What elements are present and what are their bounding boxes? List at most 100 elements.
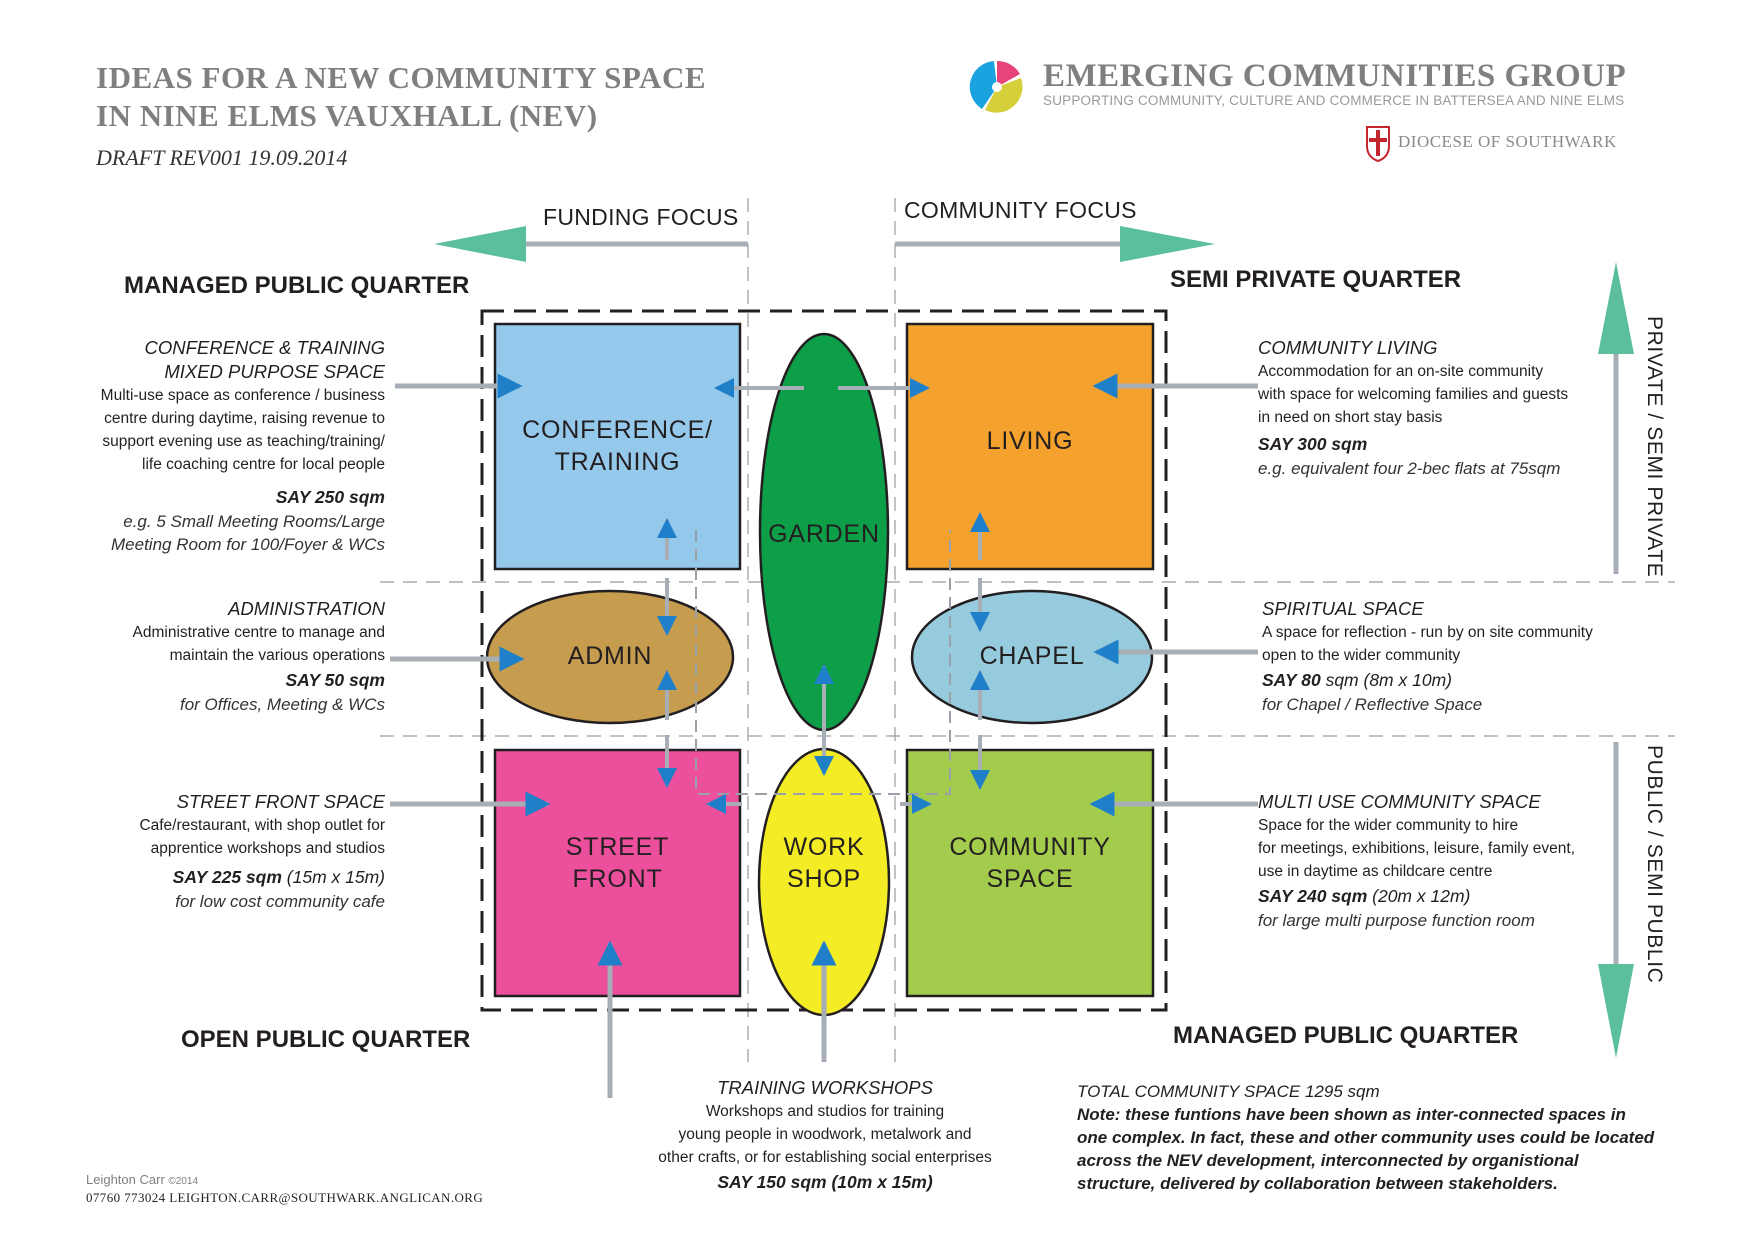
chapel-example: for Chapel / Reflective Space — [1262, 695, 1483, 714]
community-dimensions: (20m x 12m) — [1367, 886, 1471, 906]
conference-text-2: centre during daytime, raising revenue t… — [104, 410, 385, 427]
chapel-area: SAY 80 — [1262, 670, 1321, 690]
street-heading: STREET FRONT SPACE — [176, 791, 385, 812]
garden-label: GARDEN — [768, 520, 880, 548]
community-area: SAY 240 sqm — [1258, 886, 1368, 906]
community-focus-label: COMMUNITY FOCUS — [904, 197, 1137, 223]
quarter-bottom-left: OPEN PUBLIC QUARTER — [181, 1026, 471, 1053]
workshop-description: TRAINING WORKSHOPS Workshops and studios… — [640, 1076, 1010, 1195]
living-text-2: with space for welcoming families and gu… — [1258, 386, 1569, 403]
admin-area: SAY 50 sqm — [285, 670, 385, 690]
workshop-heading: TRAINING WORKSHOPS — [717, 1077, 933, 1098]
total-space: TOTAL COMMUNITY SPACE 1295 sqm — [1077, 1082, 1380, 1101]
note-line-2: one complex. In fact, these and other co… — [1077, 1128, 1655, 1147]
note-line-1: Note: these funtions have been shown as … — [1077, 1105, 1626, 1124]
living-room — [905, 322, 1155, 571]
conference-area: SAY 250 sqm — [275, 487, 385, 507]
ecg-logo-icon — [969, 60, 1023, 113]
street-label-line-1: STREET — [565, 833, 670, 861]
side-arrows — [1598, 262, 1634, 1058]
admin-label: ADMIN — [567, 642, 653, 670]
living-heading: COMMUNITY LIVING — [1258, 337, 1438, 358]
conference-text-4: life coaching centre for local people — [142, 456, 385, 473]
chapel-dimensions: sqm (8m x 10m) — [1320, 670, 1452, 690]
living-description: COMMUNITY LIVING Accommodation for an on… — [1258, 336, 1678, 480]
living-area: SAY 300 sqm — [1258, 434, 1368, 454]
title-line-2: IN NINE ELMS VAUXHALL (NEV) — [96, 98, 598, 133]
draft-revision: DRAFT REV001 19.09.2014 — [96, 145, 348, 170]
workshop-label: WORK SHOP — [759, 831, 889, 895]
chapel-label: CHAPEL — [979, 642, 1085, 670]
admin-heading: ADMINISTRATION — [228, 598, 385, 619]
org-name: EMERGING COMMUNITIES GROUP — [1043, 58, 1627, 94]
workshop-text-3: other crafts, or for establishing social… — [658, 1149, 992, 1166]
community-text-2: for meetings, exhibitions, leisure, fami… — [1258, 840, 1576, 857]
admin-example: for Offices, Meeting & WCs — [180, 695, 385, 714]
community-heading: MULTI USE COMMUNITY SPACE — [1258, 791, 1541, 812]
community-example: for large multi purpose function room — [1258, 911, 1535, 930]
living-text-1: Accommodation for an on-site community — [1258, 363, 1544, 380]
street-dimensions: (15m x 15m) — [281, 867, 385, 887]
quarter-top-left: MANAGED PUBLIC QUARTER — [124, 272, 470, 299]
title-line-1: IDEAS FOR A NEW COMMUNITY SPACE — [96, 60, 707, 95]
living-room-label: LIVING — [986, 427, 1074, 455]
workshop-label-line-2: SHOP — [786, 865, 862, 893]
community-label-line-1: COMMUNITY — [949, 833, 1111, 861]
workshop-label-line-1: WORK — [783, 833, 865, 861]
street-label-line-2: FRONT — [572, 865, 663, 893]
note-line-4: structure, delivered by collaboration be… — [1077, 1174, 1558, 1193]
street-example: for low cost community cafe — [175, 892, 385, 911]
community-space-room — [905, 748, 1155, 998]
conference-description: CONFERENCE & TRAINING MIXED PURPOSE SPAC… — [60, 336, 385, 556]
street-text-2: apprentice workshops and studios — [150, 840, 385, 857]
conference-heading-2: MIXED PURPOSE SPACE — [164, 361, 385, 382]
funding-focus-label: FUNDING FOCUS — [543, 204, 739, 230]
conference-text-1: Multi-use space as conference / business — [100, 387, 385, 404]
conference-label-line-1: CONFERENCE/ — [522, 416, 713, 444]
conference-example-1: e.g. 5 Small Meeting Rooms/Large — [123, 512, 385, 531]
workshop-text-1: Workshops and studios for training — [705, 1103, 945, 1120]
living-example: e.g. equivalent four 2-bec flats at 75sq… — [1258, 459, 1561, 478]
admin-description: ADMINISTRATION Administrative centre to … — [60, 597, 385, 716]
workshop-area: SAY 150 sqm (10m x 15m) — [717, 1172, 933, 1192]
guide-lines — [380, 198, 1675, 1062]
chapel-text-1: A space for reflection - run by on site … — [1262, 624, 1593, 641]
street-area: SAY 225 sqm — [172, 867, 282, 887]
community-text-3: use in daytime as childcare centre — [1258, 863, 1493, 880]
community-label-line-2: SPACE — [986, 865, 1074, 893]
diocese-crest-icon — [1366, 126, 1390, 162]
conference-text-3: support evening use as teaching/training… — [102, 433, 385, 450]
conference-label-line-2: TRAINING — [554, 448, 681, 476]
circulation-lines — [695, 530, 951, 795]
credit-contact: 07760 773024 LEIGHTON.CARR@SOUTHWARK.ANG… — [86, 1190, 484, 1205]
total-note: TOTAL COMMUNITY SPACE 1295 sqm Note: the… — [1077, 1080, 1717, 1195]
author-name: Leighton Carr — [86, 1172, 165, 1187]
community-space-label: COMMUNITY SPACE — [907, 831, 1153, 895]
external-arrows — [390, 373, 1258, 1098]
focus-arrows — [434, 226, 1215, 262]
credit-name: Leighton Carr ©2014 — [86, 1172, 198, 1187]
community-description: MULTI USE COMMUNITY SPACE Space for the … — [1258, 790, 1698, 932]
conference-room — [493, 322, 742, 571]
workshop-text-2: young people in woodwork, metalwork and — [678, 1126, 972, 1143]
quarter-top-right: SEMI PRIVATE QUARTER — [1170, 266, 1462, 293]
note-line-3: across the NEV development, interconnect… — [1077, 1151, 1579, 1170]
street-front-label: STREET FRONT — [495, 831, 740, 895]
community-text-1: Space for the wider community to hire — [1258, 817, 1519, 834]
conference-example-2: Meeting Room for 100/Foyer & WCs — [111, 535, 385, 554]
conference-room-label: CONFERENCE/ TRAINING — [495, 414, 740, 478]
internal-arrows — [657, 378, 990, 814]
conference-heading-1: CONFERENCE & TRAINING — [144, 337, 385, 358]
quarter-bottom-right: MANAGED PUBLIC QUARTER — [1173, 1022, 1519, 1049]
admin-text-2: maintain the various operations — [169, 647, 385, 664]
org-tagline: SUPPORTING COMMUNITY, CULTURE AND COMMER… — [1043, 93, 1625, 108]
admin-text-1: Administrative centre to manage and — [132, 624, 385, 641]
chapel-text-2: open to the wider community — [1262, 647, 1461, 664]
chapel-description: SPIRITUAL SPACE A space for reflection -… — [1262, 597, 1692, 716]
street-text-1: Cafe/restaurant, with shop outlet for — [139, 817, 385, 834]
chapel-heading: SPIRITUAL SPACE — [1262, 598, 1424, 619]
copyright-year: ©2014 — [168, 1176, 199, 1187]
living-text-3: in need on short stay basis — [1258, 409, 1443, 426]
diocese-name: DIOCESE OF SOUTHWARK — [1398, 132, 1617, 151]
